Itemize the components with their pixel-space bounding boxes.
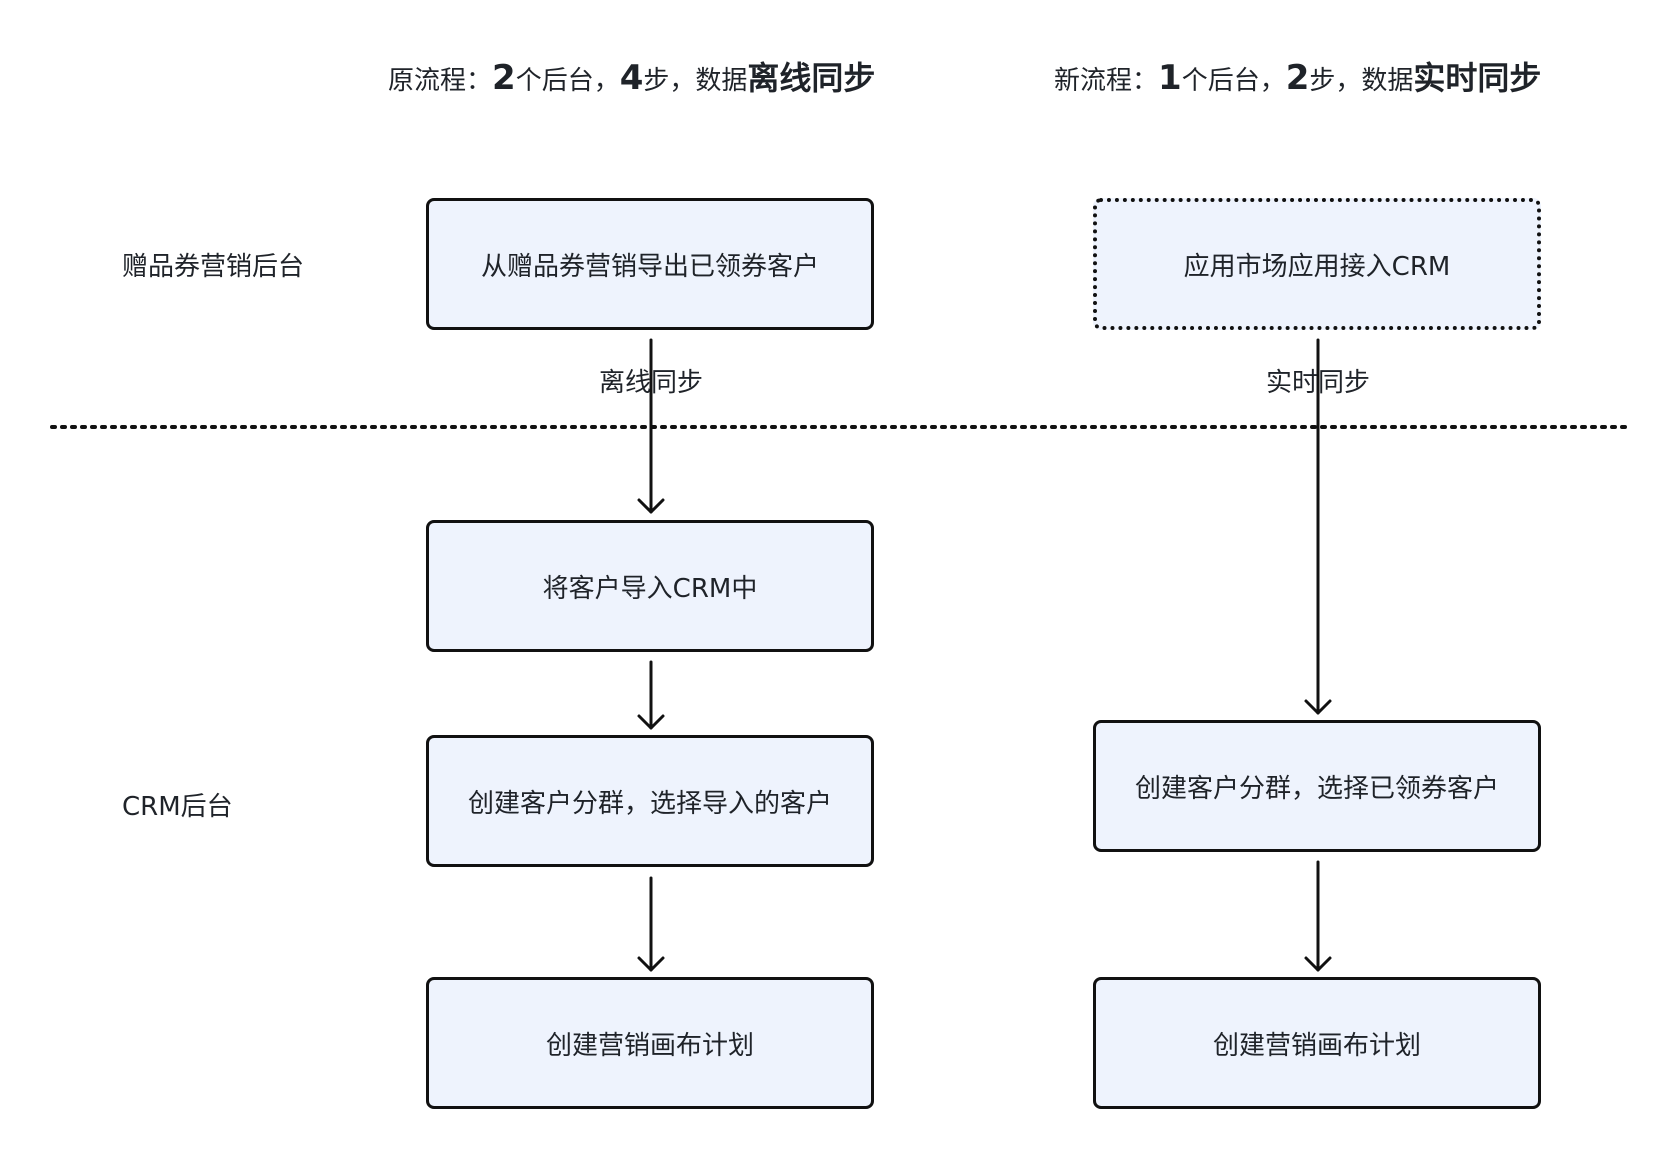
step-create-canvas-plan-new: 创建营销画布计划 bbox=[1093, 977, 1541, 1109]
arrow-import-to-segment bbox=[637, 660, 665, 730]
step-import-customers-to-crm: 将客户导入CRM中 bbox=[426, 520, 874, 652]
step-create-canvas-plan-old: 创建营销画布计划 bbox=[426, 977, 874, 1109]
arrow-segment-to-canvas-right bbox=[1304, 860, 1332, 972]
lane-label-crm-backend: CRM后台 bbox=[122, 792, 233, 822]
old-flow-sync-mode: 离线同步 bbox=[747, 59, 876, 97]
new-flow-prefix: 新流程： bbox=[1054, 66, 1159, 96]
step-create-segment-imported: 创建客户分群，选择导入的客户 bbox=[426, 735, 874, 867]
old-flow-backend-text: 个后台， bbox=[515, 66, 620, 96]
step-create-segment-claimed: 创建客户分群，选择已领券客户 bbox=[1093, 720, 1541, 852]
arrow-export-to-import bbox=[637, 338, 665, 514]
old-flow-prefix: 原流程： bbox=[388, 66, 493, 96]
lane-label-gift-coupon-backend: 赠品券营销后台 bbox=[122, 252, 305, 282]
new-flow-heading: 新流程：1个后台，2步，数据实时同步 bbox=[1054, 52, 1541, 107]
old-flow-heading: 原流程：2个后台，4步，数据离线同步 bbox=[388, 52, 875, 107]
new-flow-backend-text: 个后台， bbox=[1181, 66, 1286, 96]
new-flow-backend-count: 1 bbox=[1158, 58, 1182, 98]
old-flow-step-text: 步，数据 bbox=[643, 66, 748, 96]
edge-label-offline-sync: 离线同步 bbox=[598, 368, 704, 398]
edge-label-realtime-sync: 实时同步 bbox=[1265, 368, 1371, 398]
new-flow-sync-mode: 实时同步 bbox=[1413, 59, 1542, 97]
old-flow-backend-count: 2 bbox=[492, 58, 516, 98]
step-export-claimed-customers: 从赠品券营销导出已领券客户 bbox=[426, 198, 874, 330]
new-flow-step-count: 2 bbox=[1285, 58, 1310, 98]
old-flow-step-count: 4 bbox=[619, 58, 644, 98]
step-app-market-connect-crm: 应用市场应用接入CRM bbox=[1093, 198, 1541, 330]
new-flow-step-text: 步，数据 bbox=[1309, 66, 1414, 96]
arrow-segment-to-canvas-left bbox=[637, 876, 665, 972]
arrow-app-to-segment bbox=[1304, 338, 1332, 715]
